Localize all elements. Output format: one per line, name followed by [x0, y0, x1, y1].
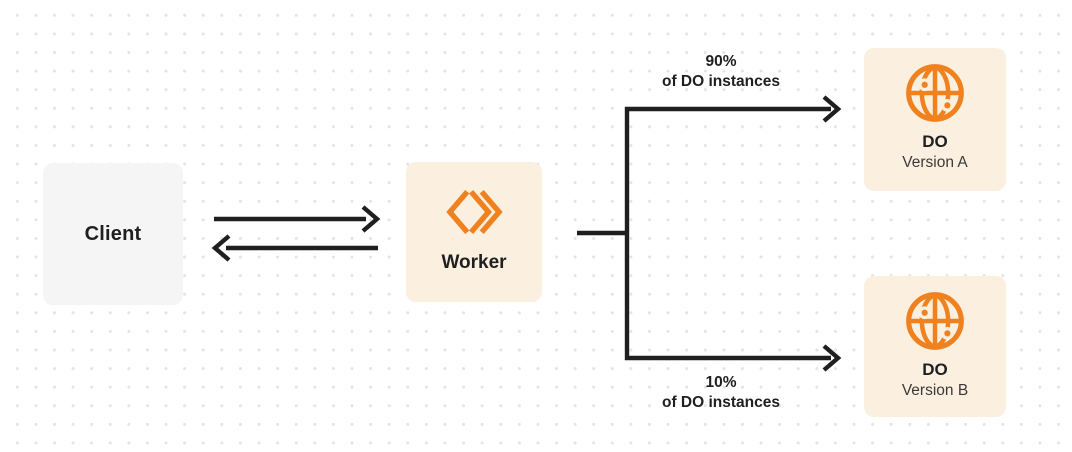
bottom-branch-label: 10% of DO instances [621, 373, 821, 413]
do-b-title: DO [922, 360, 948, 379]
globe-icon [902, 288, 968, 354]
client-label: Client [84, 222, 142, 245]
do-a-subtitle: Version A [902, 154, 968, 171]
top-branch-caption: of DO instances [662, 73, 780, 90]
bottom-branch-caption: of DO instances [662, 394, 780, 411]
worker-label: Worker [441, 252, 507, 273]
do-b-subtitle: Version B [901, 382, 969, 399]
do-a-title: DO [922, 132, 948, 151]
top-branch-label: 90% of DO instances [621, 52, 821, 92]
client-node: Client [43, 163, 183, 305]
globe-icon [902, 60, 968, 126]
do-version-a-node: DO Version A [864, 48, 1006, 191]
bottom-branch-percent: 10% [705, 374, 737, 391]
workers-chevrons-icon [445, 185, 503, 239]
worker-node: Worker [406, 162, 542, 302]
do-version-b-node: DO Version B [864, 276, 1006, 417]
top-branch-percent: 90% [705, 53, 737, 70]
